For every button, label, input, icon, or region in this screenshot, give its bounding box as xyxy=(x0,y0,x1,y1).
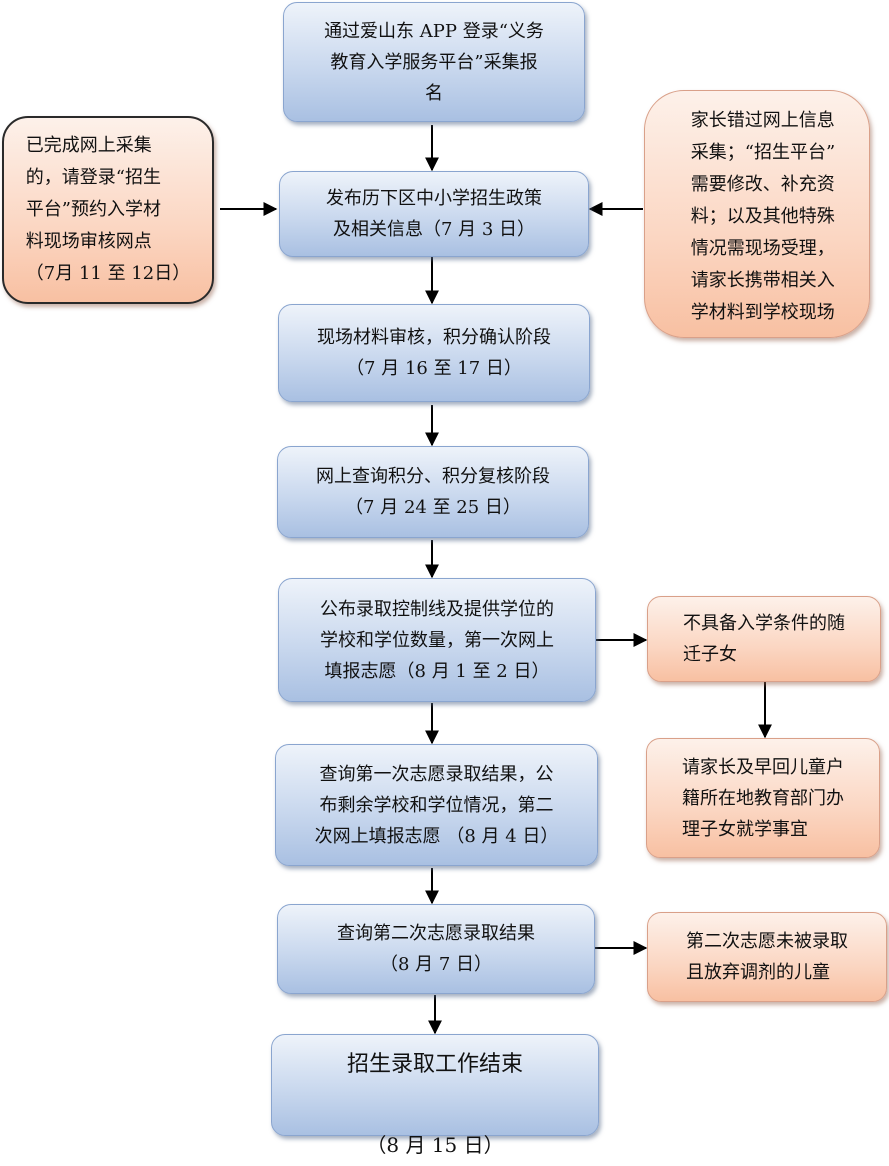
step-points-query-text: 网上查询积分、积分复核阶段 （7 月 24 至 25 日） xyxy=(316,466,550,518)
step-second-application: 查询第一次志愿录取结果，公 布剩余学校和学位情况，第二 次网上填报志愿 （8 月… xyxy=(275,744,598,866)
note-completed-collection-text: 已完成网上采集 的，请登录“招生 平台”预约入学材 料现场审核网点 （7月 11… xyxy=(25,135,191,284)
step-first-application: 公布录取控制线及提供学位的 学校和学位数量，第一次网上 填报志愿（8 月 1 至… xyxy=(278,578,596,702)
note-return-hometown-text: 请家长及早回儿童户 籍所在地教育部门办 理子女就学事宜 xyxy=(682,756,844,840)
connector-arrows xyxy=(220,125,772,1035)
note-second-rejected: 第二次志愿未被录取 且放弃调剂的儿童 xyxy=(647,912,887,1002)
step-online-registration-text: 通过爱山东 APP 登录“义务 教育入学服务平台”采集报 名 xyxy=(324,20,544,104)
note-completed-collection: 已完成网上采集 的，请登录“招生 平台”预约入学材 料现场审核网点 （7月 11… xyxy=(2,116,214,304)
step-points-query: 网上查询积分、积分复核阶段 （7 月 24 至 25 日） xyxy=(277,446,589,538)
step-second-result: 查询第二次志愿录取结果 （8 月 7 日） xyxy=(277,904,595,994)
note-migrant-children: 不具备入学条件的随 迁子女 xyxy=(647,596,881,682)
note-second-rejected-text: 第二次志愿未被录取 且放弃调剂的儿童 xyxy=(686,931,848,983)
step-material-review: 现场材料审核，积分确认阶段 （7 月 16 至 17 日） xyxy=(278,304,590,402)
note-migrant-children-text: 不具备入学条件的随 迁子女 xyxy=(683,613,845,665)
step-publish-policy-text: 发布历下区中小学招生政策 及相关信息（7 月 3 日） xyxy=(326,188,542,240)
note-missed-collection-text: 家长错过网上信息 采集；“招生平台” 需要修改、补充资 料；以及其他特殊 情况需… xyxy=(690,110,836,323)
step-publish-policy: 发布历下区中小学招生政策 及相关信息（7 月 3 日） xyxy=(279,171,589,257)
step-second-application-text: 查询第一次志愿录取结果，公 布剩余学校和学位情况，第二 次网上填报志愿 （8 月… xyxy=(314,763,559,847)
step-enrollment-end-title: 招生录取工作结束 xyxy=(346,1051,523,1077)
step-enrollment-end: 招生录取工作结束 （8 月 15 日） xyxy=(271,1034,599,1157)
step-material-review-text: 现场材料审核，积分确认阶段 （7 月 16 至 17 日） xyxy=(317,327,551,379)
note-return-hometown: 请家长及早回儿童户 籍所在地教育部门办 理子女就学事宜 xyxy=(646,738,880,858)
step-enrollment-end-date: （8 月 15 日） xyxy=(366,1132,504,1157)
note-missed-collection: 家长错过网上信息 采集；“招生平台” 需要修改、补充资 料；以及其他特殊 情况需… xyxy=(644,90,870,338)
step-second-result-text: 查询第二次志愿录取结果 （8 月 7 日） xyxy=(337,923,535,975)
step-first-application-text: 公布录取控制线及提供学位的 学校和学位数量，第一次网上 填报志愿（8 月 1 至… xyxy=(320,598,554,682)
step-online-registration: 通过爱山东 APP 登录“义务 教育入学服务平台”采集报 名 xyxy=(283,2,585,122)
